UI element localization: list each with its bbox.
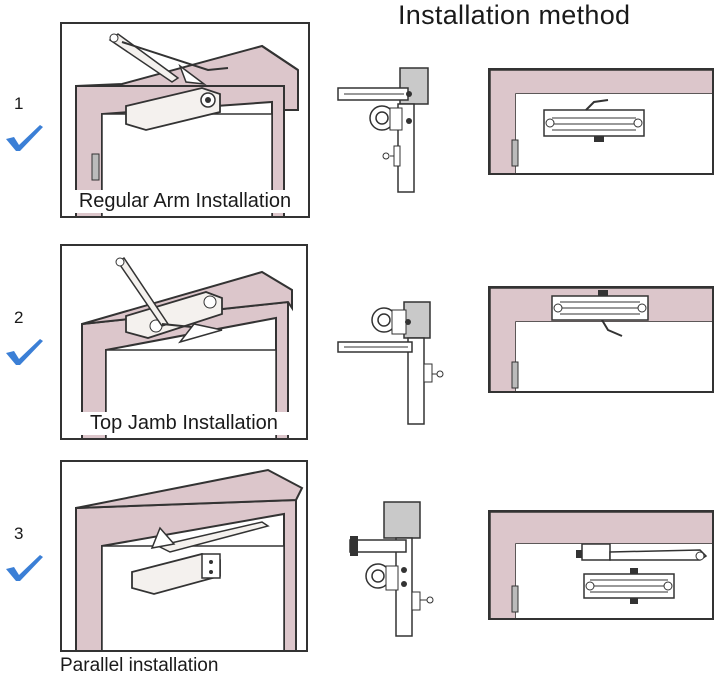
method-caption-2: Top Jamb Installation bbox=[62, 412, 306, 435]
method-number-3: 3 bbox=[14, 524, 24, 543]
checkmark-icon bbox=[6, 125, 43, 151]
method-number-1: 1 bbox=[14, 94, 24, 113]
page-title: Installation method bbox=[398, 0, 631, 30]
regular-arm-top-view bbox=[488, 68, 714, 175]
method-caption-3: Parallel installation bbox=[60, 655, 219, 676]
parallel-side-view bbox=[349, 501, 434, 637]
parallel-top-view bbox=[488, 510, 714, 620]
parallel-illustration bbox=[60, 460, 308, 652]
method-number-2: 2 bbox=[14, 308, 24, 327]
top-jamb-side-view bbox=[337, 301, 444, 425]
top-jamb-illustration: Top Jamb Installation bbox=[60, 244, 308, 440]
method-caption-1: Regular Arm Installation bbox=[62, 190, 308, 213]
regular-arm-illustration: Regular Arm Installation bbox=[60, 22, 310, 218]
checkmark-icon bbox=[6, 555, 43, 581]
top-jamb-top-view bbox=[488, 286, 714, 393]
regular-arm-side-view bbox=[337, 67, 429, 193]
checkmark-icon bbox=[6, 339, 43, 365]
